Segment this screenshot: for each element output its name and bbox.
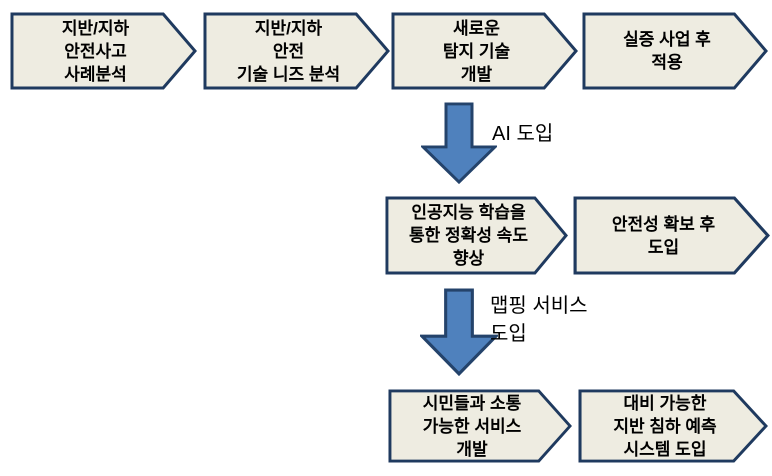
step-label: 지반/지하 안전 기술 니즈 분석 bbox=[203, 12, 390, 90]
step-label: 새로운 탐지 기술 개발 bbox=[391, 12, 578, 90]
step-label-line: 대비 가능한 bbox=[623, 393, 707, 413]
arrow-label-ai: AI 도입 bbox=[492, 120, 553, 148]
arrow-label-line: AI 도입 bbox=[492, 123, 554, 145]
flow-step-subsidence-prediction: 대비 가능한 지반 침하 예측 시스템 도입 bbox=[578, 389, 768, 463]
step-label-line: 적용 bbox=[651, 53, 683, 72]
chevron-shape bbox=[582, 12, 768, 90]
step-label-line: 시스템 도입 bbox=[623, 439, 707, 459]
arrow-label-mapping-service: 맵핑 서비스 도입 bbox=[490, 292, 588, 348]
chevron-shape bbox=[388, 389, 572, 463]
chevron-shape bbox=[10, 12, 197, 90]
step-label: 인공지능 학습을 통한 정확성 속도 향상 bbox=[385, 196, 568, 275]
step-label-line: 지반/지하 bbox=[61, 18, 130, 38]
step-label-line: 향상 bbox=[452, 249, 485, 268]
flow-step-safety-adoption: 안전성 확보 후 도입 bbox=[573, 196, 770, 275]
step-label: 실증 사업 후 적용 bbox=[582, 12, 768, 90]
step-label-line: 안전사고 bbox=[64, 41, 127, 61]
step-label-line: 지반 침하 예측 bbox=[613, 416, 717, 436]
arrow-label-line: 도입 bbox=[490, 323, 527, 345]
chevron-shape bbox=[573, 196, 770, 275]
step-label-line: 가능한 서비스 bbox=[422, 416, 522, 436]
flow-step-ai-accuracy-speed: 인공지능 학습을 통한 정확성 속도 향상 bbox=[385, 196, 568, 275]
step-label-line: 도입 bbox=[647, 237, 680, 257]
flow-step-case-analysis: 지반/지하 안전사고 사례분석 bbox=[10, 12, 197, 90]
flow-step-new-detection-tech: 새로운 탐지 기술 개발 bbox=[391, 12, 578, 90]
chevron-shape bbox=[385, 196, 568, 275]
flow-step-demonstration-apply: 실증 사업 후 적용 bbox=[582, 12, 768, 90]
step-label-line: 시민들과 소통 bbox=[422, 393, 522, 413]
step-label-line: 실증 사업 후 bbox=[623, 30, 711, 49]
arrow-label-line: 맵핑 서비스 bbox=[490, 295, 588, 317]
step-label-line: 지반/지하 bbox=[254, 18, 323, 38]
step-label-line: 탐지 기술 bbox=[442, 41, 511, 61]
step-label-line: 기술 니즈 분석 bbox=[236, 64, 341, 84]
step-label-line: 새로운 bbox=[453, 18, 500, 38]
chevron-shape bbox=[391, 12, 578, 90]
chevron-shape bbox=[203, 12, 390, 90]
step-label-line: 사례분석 bbox=[64, 64, 127, 84]
step-label-line: 안전성 확보 후 bbox=[611, 214, 716, 234]
flow-step-tech-needs-analysis: 지반/지하 안전 기술 니즈 분석 bbox=[203, 12, 390, 90]
step-label: 안전성 확보 후 도입 bbox=[573, 196, 770, 275]
step-label: 대비 가능한 지반 침하 예측 시스템 도입 bbox=[578, 389, 768, 463]
step-label-line: 안전 bbox=[272, 41, 305, 61]
flow-step-citizen-service: 시민들과 소통 가능한 서비스 개발 bbox=[388, 389, 572, 463]
step-label-line: 개발 bbox=[460, 64, 493, 84]
chevron-shape bbox=[578, 389, 768, 463]
step-label-line: 인공지능 학습을 bbox=[411, 203, 526, 222]
down-arrow-icon bbox=[420, 288, 498, 376]
step-label: 시민들과 소통 가능한 서비스 개발 bbox=[388, 389, 572, 463]
down-arrow-icon bbox=[421, 102, 497, 184]
step-label-line: 개발 bbox=[456, 439, 488, 459]
step-label: 지반/지하 안전사고 사례분석 bbox=[10, 12, 197, 90]
step-label-line: 통한 정확성 속도 bbox=[409, 226, 528, 245]
